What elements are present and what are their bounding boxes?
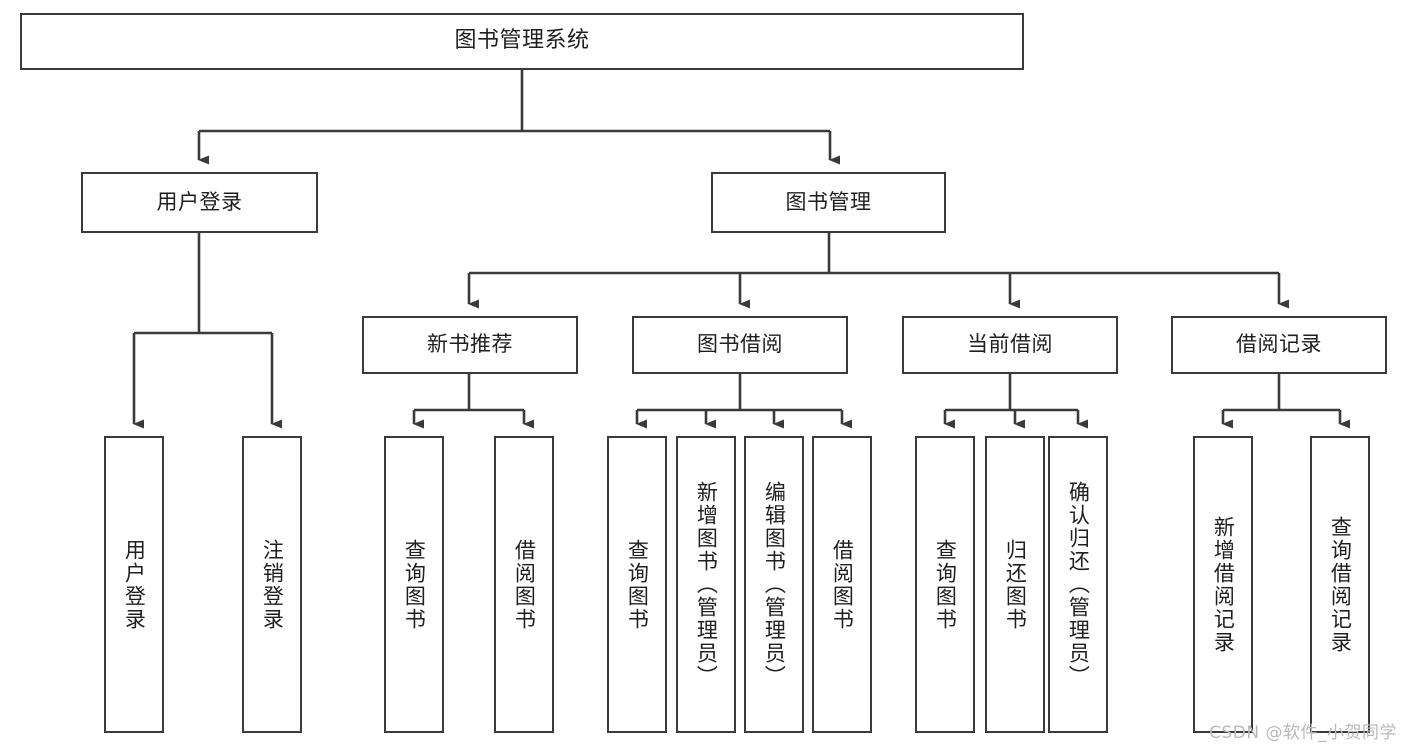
node-book-manage-label: 图书管理 — [785, 189, 872, 214]
leaf-add-book[interactable]: 新增图书（管理员） — [676, 436, 736, 733]
leaf-user-logout[interactable]: 注销登录 — [242, 436, 302, 733]
node-user-login-label: 用户登录 — [156, 189, 243, 214]
leaf-query-book-3-label: 查询图书 — [933, 538, 958, 631]
node-new-book-recommend[interactable]: 新书推荐 — [362, 316, 578, 374]
leaf-query-book-2[interactable]: 查询图书 — [607, 436, 667, 733]
leaf-borrow-book-1-label: 借阅图书 — [512, 538, 537, 631]
leaf-confirm-return-label: 确认归还（管理员） — [1066, 481, 1091, 688]
leaf-query-book-3[interactable]: 查询图书 — [915, 436, 975, 733]
leaf-add-record-label: 新增借阅记录 — [1211, 515, 1236, 654]
leaf-return-book[interactable]: 归还图书 — [985, 436, 1045, 733]
leaf-edit-book[interactable]: 编辑图书（管理员） — [744, 436, 804, 733]
leaf-query-book-1-label: 查询图书 — [402, 538, 427, 631]
leaf-user-login[interactable]: 用户登录 — [104, 436, 164, 733]
csdn-watermark: CSDN @软件_小贺同学 — [1209, 723, 1397, 743]
node-borrow-record-label: 借阅记录 — [1236, 332, 1322, 357]
leaf-query-record[interactable]: 查询借阅记录 — [1310, 436, 1370, 733]
node-new-book-recommend-label: 新书推荐 — [427, 332, 513, 357]
leaf-add-book-label: 新增图书（管理员） — [694, 481, 719, 688]
node-root-label: 图书管理系统 — [454, 28, 590, 54]
node-root[interactable]: 图书管理系统 — [20, 13, 1024, 70]
node-user-login[interactable]: 用户登录 — [81, 172, 318, 233]
node-book-manage[interactable]: 图书管理 — [711, 172, 946, 233]
leaf-user-login-label: 用户登录 — [122, 538, 147, 631]
leaf-edit-book-label: 编辑图书（管理员） — [762, 481, 787, 688]
node-current-borrow[interactable]: 当前借阅 — [902, 316, 1118, 374]
node-current-borrow-label: 当前借阅 — [967, 332, 1053, 357]
leaf-confirm-return[interactable]: 确认归还（管理员） — [1048, 436, 1108, 733]
leaf-add-record[interactable]: 新增借阅记录 — [1193, 436, 1253, 733]
leaf-query-book-1[interactable]: 查询图书 — [384, 436, 444, 733]
leaf-borrow-book-2[interactable]: 借阅图书 — [812, 436, 872, 733]
leaf-borrow-book-2-label: 借阅图书 — [830, 538, 855, 631]
leaf-return-book-label: 归还图书 — [1003, 538, 1028, 631]
node-book-borrow[interactable]: 图书借阅 — [632, 316, 848, 374]
node-borrow-record[interactable]: 借阅记录 — [1171, 316, 1387, 374]
leaf-query-record-label: 查询借阅记录 — [1328, 515, 1353, 654]
leaf-user-logout-label: 注销登录 — [260, 538, 285, 631]
node-book-borrow-label: 图书借阅 — [697, 332, 783, 357]
leaf-borrow-book-1[interactable]: 借阅图书 — [494, 436, 554, 733]
leaf-query-book-2-label: 查询图书 — [625, 538, 650, 631]
